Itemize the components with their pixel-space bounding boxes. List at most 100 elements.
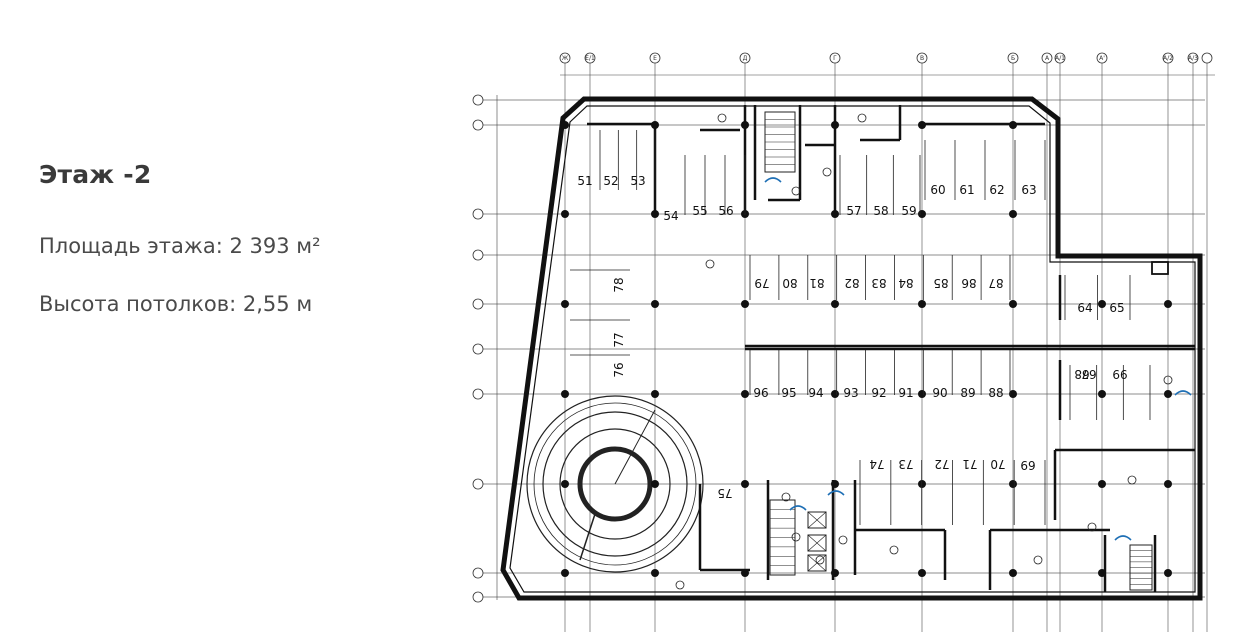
- axis-label: Д: [743, 55, 748, 62]
- parking-spot-label: 92: [871, 386, 886, 400]
- room-marker: [838, 535, 848, 545]
- parking-spot-label: 83: [871, 276, 886, 290]
- room-marker: [857, 113, 867, 123]
- axis-bubble: [472, 388, 484, 400]
- parking-spot-label: 91: [898, 386, 913, 400]
- elevator-box: [807, 554, 827, 572]
- room-marker: [781, 492, 791, 502]
- room-marker: [791, 186, 801, 196]
- column: [561, 569, 569, 577]
- axis-bubble: [916, 52, 928, 64]
- floor-title: Этаж -2: [39, 160, 152, 189]
- column: [1009, 300, 1017, 308]
- parking-spot-label: 74: [869, 457, 884, 471]
- ramp-ring: [577, 446, 653, 522]
- room-marker: [705, 259, 715, 269]
- room-marker: [675, 580, 685, 590]
- axis-label: А: [1045, 55, 1050, 62]
- axis-bubble: [472, 249, 484, 261]
- axis-bubble: [1162, 52, 1174, 64]
- axis-bubble: [829, 52, 841, 64]
- parking-spot-label: 64: [1077, 301, 1092, 315]
- parking-spot-label: 75: [717, 486, 732, 500]
- parking-spot-label: 59: [901, 204, 916, 218]
- axis-bubble: [472, 343, 484, 355]
- ramp-line: [579, 513, 596, 561]
- room-marker: [815, 555, 825, 565]
- column: [1164, 480, 1172, 488]
- parking-spot-label: 88: [988, 386, 1003, 400]
- room-marker: [791, 532, 801, 542]
- parking-spot-label: 67: [1081, 367, 1096, 381]
- parking-spot-label: 78: [612, 277, 626, 292]
- column: [831, 480, 839, 488]
- door-accent: [827, 490, 845, 496]
- parking-spot-label: 71: [962, 457, 977, 471]
- axis-bubble: [472, 567, 484, 579]
- axis-bubble: [1096, 52, 1108, 64]
- axis-bubble: [739, 52, 751, 64]
- parking-spot-label: 96: [753, 386, 768, 400]
- axis-bubble: [584, 52, 596, 64]
- equipment-box: [1151, 261, 1169, 275]
- parking-spot-label: 93: [843, 386, 858, 400]
- parking-spot-label: 62: [989, 183, 1004, 197]
- parking-spot-label: 73: [898, 457, 913, 471]
- axis-bubble: [1041, 52, 1053, 64]
- room-marker: [1127, 475, 1137, 485]
- axis-label: В: [920, 55, 924, 62]
- column: [1009, 569, 1017, 577]
- column: [831, 390, 839, 398]
- parking-spot-label: 76: [612, 362, 626, 377]
- axis-label: А/1: [1055, 55, 1065, 62]
- column: [1098, 480, 1106, 488]
- column: [831, 300, 839, 308]
- ramp-ring: [559, 428, 671, 540]
- column: [831, 210, 839, 218]
- parking-spot-label: 56: [718, 204, 733, 218]
- axis-label: Е/1: [585, 55, 595, 62]
- axis-bubble: [1187, 52, 1199, 64]
- column: [741, 569, 749, 577]
- column: [651, 121, 659, 129]
- parking-spot-label: 80: [782, 276, 797, 290]
- column: [561, 210, 569, 218]
- column: [1098, 390, 1106, 398]
- axis-bubble: [1007, 52, 1019, 64]
- column: [561, 300, 569, 308]
- room-marker: [1033, 555, 1043, 565]
- room-marker: [1163, 375, 1173, 385]
- parking-spot-label: 70: [990, 457, 1005, 471]
- elevator-box: [807, 511, 827, 529]
- column: [741, 390, 749, 398]
- column: [1098, 569, 1106, 577]
- column: [1009, 121, 1017, 129]
- ramp-line: [614, 409, 656, 485]
- parking-spot-label: 60: [930, 183, 945, 197]
- column: [1098, 300, 1106, 308]
- column: [651, 569, 659, 577]
- room-marker: [1087, 522, 1097, 532]
- parking-spot-label: 94: [808, 386, 823, 400]
- parking-spot-label: 95: [781, 386, 796, 400]
- column: [741, 121, 749, 129]
- column: [651, 390, 659, 398]
- axis-bubble: [1054, 52, 1066, 64]
- axis-bubble: [472, 591, 484, 603]
- column: [918, 390, 926, 398]
- parking-spot-label: 72: [934, 457, 949, 471]
- room-marker: [889, 545, 899, 555]
- ceiling-height-text: Высота потолков: 2,55 м: [39, 292, 313, 316]
- door-accent: [789, 505, 807, 511]
- axis-label: Ж: [562, 55, 569, 62]
- parking-spot-label: 79: [754, 276, 769, 290]
- axis-bubble: [472, 119, 484, 131]
- room-marker: [717, 113, 727, 123]
- parking-spot-label: 82: [844, 276, 859, 290]
- axis-bubble: [472, 478, 484, 490]
- column: [918, 121, 926, 129]
- column: [831, 569, 839, 577]
- axis-label: А': [1099, 55, 1105, 62]
- parking-spot-label: 69: [1020, 459, 1035, 473]
